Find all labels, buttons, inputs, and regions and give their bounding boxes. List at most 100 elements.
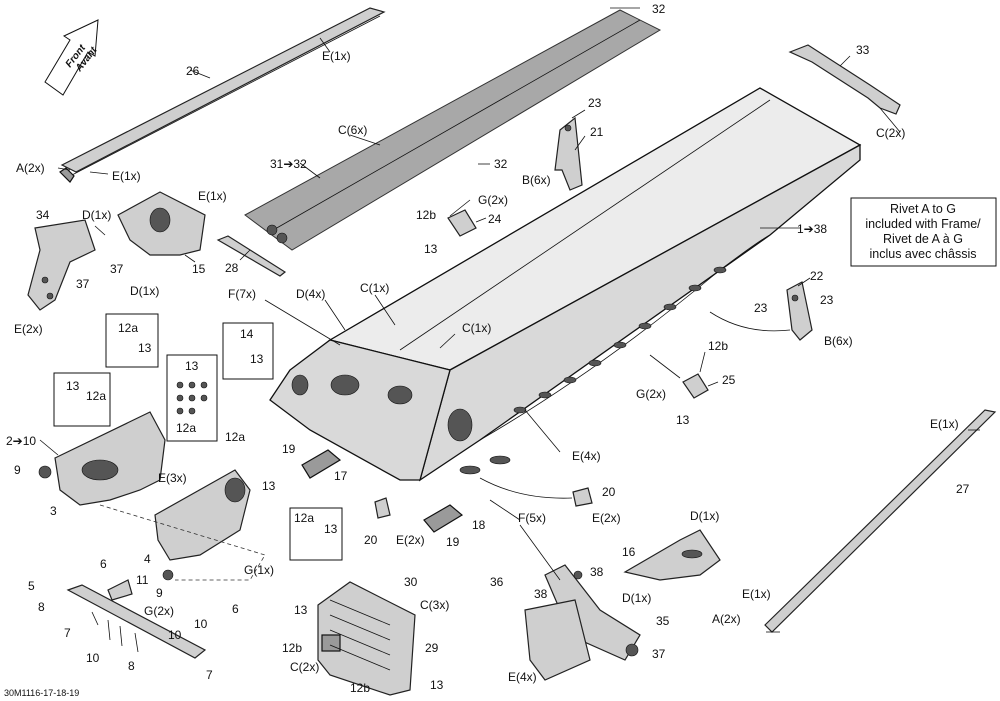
label-13-f: 13 [66, 379, 80, 393]
label-13-i: 13 [294, 603, 308, 617]
rivet-note-line1: Rivet A to G [890, 202, 956, 216]
frame-cutouts [459, 266, 727, 475]
label-b6x-a: B(6x) [522, 173, 551, 187]
rivet-note-line4: inclus avec châssis [870, 247, 977, 261]
bracket-25 [649, 351, 719, 399]
label-d4x: D(4x) [296, 287, 325, 301]
rivet-note-box: Rivet A to G included with Frame/ Rivet … [850, 197, 997, 267]
label-23-b: 23 [754, 301, 768, 315]
label-16: 16 [622, 545, 636, 559]
label-20-a: 20 [364, 533, 378, 547]
label-f5x: F(5x) [518, 511, 546, 525]
label-12b-d: 12b [350, 681, 370, 695]
label-26: 26 [186, 64, 200, 78]
bulkhead-4 [99, 469, 266, 581]
label-e1x-top: E(1x) [322, 49, 351, 63]
label-37-b: 37 [76, 277, 90, 291]
rail-5 [66, 584, 207, 659]
rivet-note-line3: Rivet de A à G [883, 232, 963, 246]
label-e1x-b: E(1x) [742, 587, 771, 601]
bulkhead-3 [38, 411, 166, 506]
label-a2x-b: A(2x) [712, 612, 741, 626]
label-24: 24 [488, 212, 502, 226]
label-c6x: C(6x) [338, 123, 367, 137]
label-13-e: 13 [185, 359, 199, 373]
bracket-33 [788, 44, 901, 133]
label-c2x-right: C(2x) [876, 126, 905, 140]
label-g2x-b: G(2x) [636, 387, 666, 401]
shield-15 [117, 191, 206, 263]
label-e1x-27: E(1x) [930, 417, 959, 431]
label-22: 22 [810, 269, 824, 283]
running-board-26 [57, 7, 386, 183]
label-18: 18 [472, 518, 486, 532]
footrest-18 [423, 504, 464, 533]
support-35 [524, 564, 641, 681]
label-38-b: 38 [534, 587, 548, 601]
label-4: 4 [144, 552, 151, 566]
label-c2x-b: C(2x) [290, 660, 319, 674]
label-13-d: 13 [250, 352, 264, 366]
frame-tunnel [269, 87, 862, 482]
label-21: 21 [590, 125, 604, 139]
label-13-h: 13 [324, 522, 338, 536]
label-7-a: 7 [64, 626, 71, 640]
rivet-note-line2: included with Frame/ [865, 217, 981, 231]
label-30: 30 [404, 575, 418, 589]
label-d1x-b: D(1x) [130, 284, 159, 298]
callout-box-14-13 [222, 322, 274, 380]
label-13-g: 13 [262, 479, 276, 493]
footrest-17 [301, 449, 342, 479]
label-23-c: 23 [820, 293, 834, 307]
label-e1x-15: E(1x) [198, 189, 227, 203]
callout-box-13-12a-c [166, 354, 218, 442]
label-19-a: 19 [282, 442, 296, 456]
label-27: 27 [956, 482, 970, 496]
label-29: 29 [425, 641, 439, 655]
drawing-code: 30M1116-17-18-19 [4, 688, 79, 698]
label-36: 36 [490, 575, 504, 589]
label-23-a: 23 [588, 96, 602, 110]
label-2-10: 2➔10 [6, 434, 36, 448]
plate-22 [709, 277, 813, 341]
bracket-34 [27, 219, 106, 311]
label-33: 33 [856, 43, 870, 57]
label-8-b: 8 [128, 659, 135, 673]
label-12b-c: 12b [282, 641, 302, 655]
label-e4x-b: E(4x) [508, 670, 537, 684]
label-12a-e: 12a [294, 511, 314, 525]
label-6-b: 6 [232, 602, 239, 616]
label-32-top: 32 [652, 2, 666, 16]
front-direction-arrow: Front Avant [44, 19, 100, 96]
part-labels: 32 26 E(1x) 33 C(6x) 23 21 C(2x) A(2x) E… [6, 2, 970, 695]
label-19-b: 19 [446, 535, 460, 549]
label-12b-b: 12b [708, 339, 728, 353]
label-c1x-a: C(1x) [360, 281, 389, 295]
callout-box-12a-13-d [289, 507, 343, 561]
label-10-a: 10 [194, 617, 208, 631]
label-e2x-a: E(2x) [14, 322, 43, 336]
label-9-a: 9 [14, 463, 21, 477]
label-12a-d: 12a [225, 430, 245, 444]
label-10-c: 10 [86, 651, 100, 665]
label-e3x: E(3x) [158, 471, 187, 485]
plate-20-a [374, 497, 391, 519]
plate-21 [554, 109, 586, 191]
label-20-b: 20 [602, 485, 616, 499]
label-13-c: 13 [138, 341, 152, 355]
label-g1x: G(1x) [244, 563, 274, 577]
label-34: 34 [36, 208, 50, 222]
label-37-a: 37 [110, 262, 124, 276]
label-f7x: F(7x) [228, 287, 256, 301]
callout-box-13-12a-b [53, 372, 111, 427]
running-board-27 [764, 409, 997, 633]
label-35: 35 [656, 614, 670, 628]
label-12a-c: 12a [176, 421, 196, 435]
label-c1x-b: C(1x) [462, 321, 491, 335]
label-e1x-left: E(1x) [112, 169, 141, 183]
label-17: 17 [334, 469, 348, 483]
label-c3x: C(3x) [420, 598, 449, 612]
label-12a-a: 12a [118, 321, 138, 335]
bracket-11 [107, 579, 133, 601]
